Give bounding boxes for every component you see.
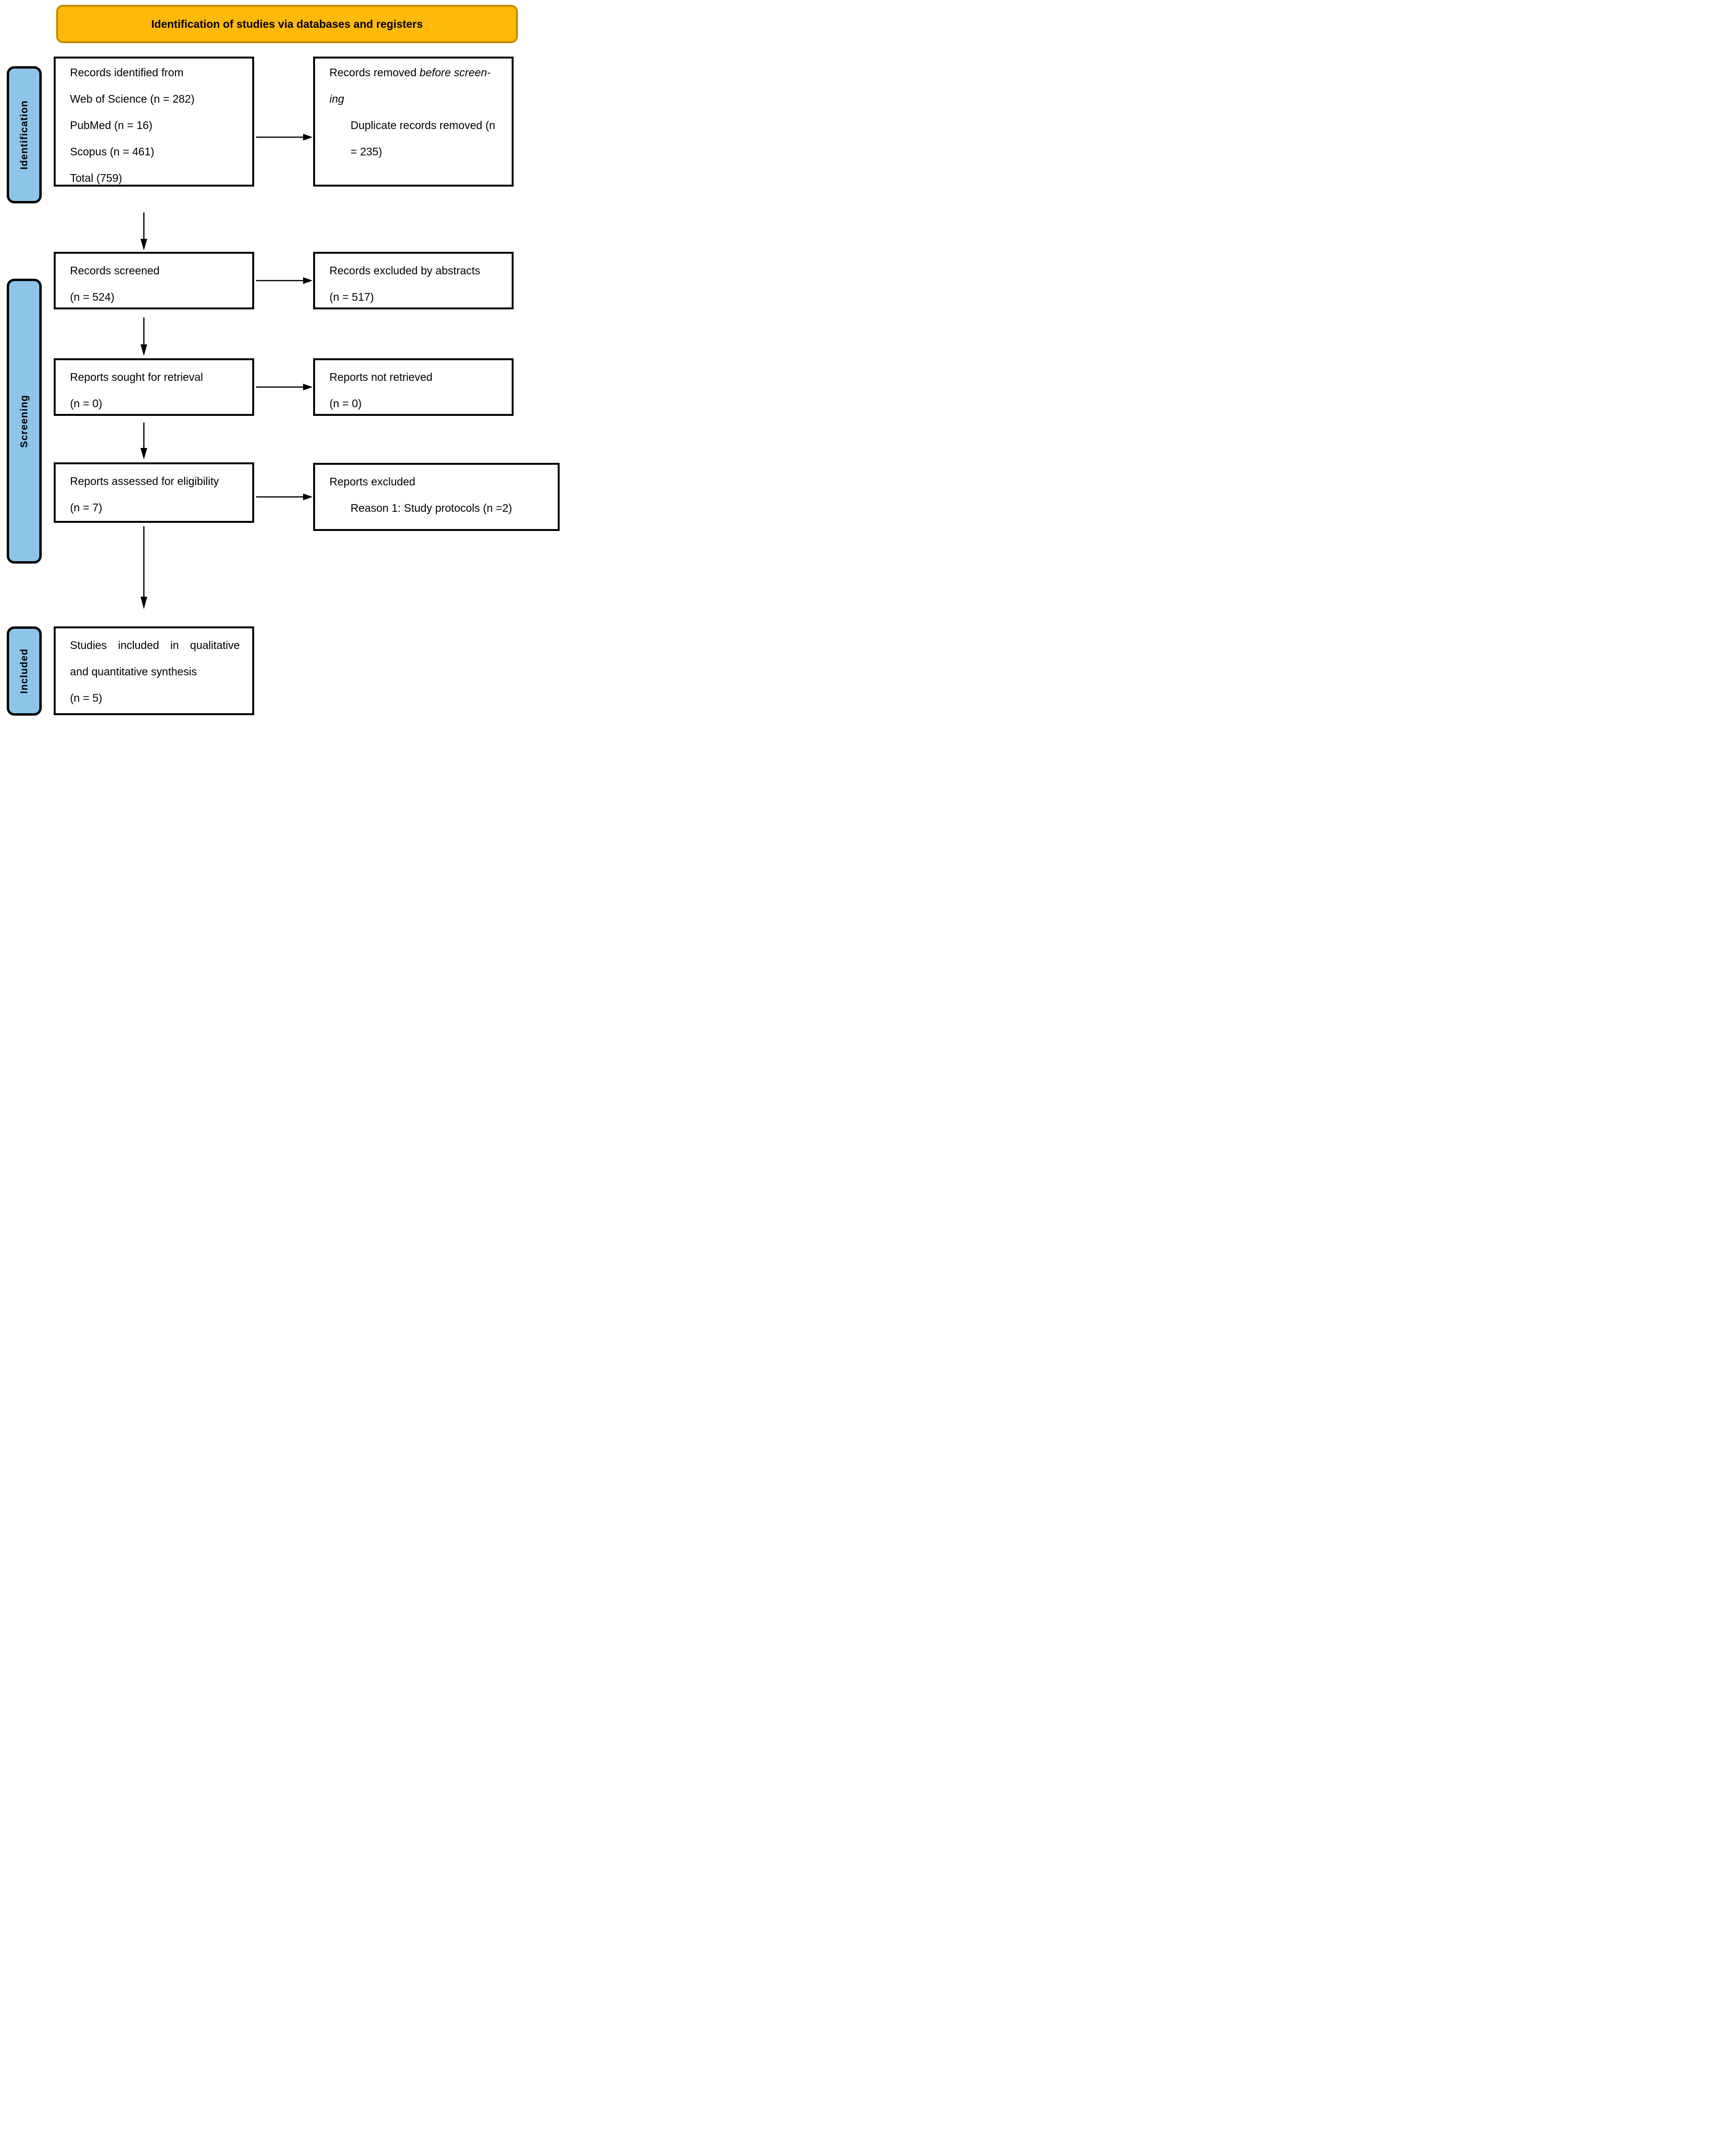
- arrow-assessed-to-included: [141, 526, 147, 609]
- box-line: (n = 0): [70, 397, 103, 410]
- box-records-identified: Records identified from Web of Science (…: [54, 57, 254, 187]
- arrow-assessed-to-excluded: [256, 494, 313, 500]
- box-studies-included: Studies included in qualitative and quan…: [54, 626, 254, 715]
- box-line: (n = 0): [329, 397, 362, 410]
- box-reports-assessed: Reports assessed for eligibility (n = 7): [54, 462, 254, 523]
- box-line: Scopus (n = 461): [70, 145, 154, 158]
- box-reports-excluded: Reports excluded Reason 1: Study protoco…: [313, 463, 560, 531]
- arrow-sought-to-assessed: [141, 423, 147, 459]
- box-line: ing: [329, 86, 507, 112]
- box-line: Records screened: [70, 264, 160, 277]
- box-line: PubMed (n = 16): [70, 119, 152, 131]
- box-records-excluded-abstracts: Records excluded by abstracts (n = 517): [313, 252, 514, 309]
- banner-title: Identification of studies via databases …: [151, 17, 423, 30]
- stage-included: Included: [7, 626, 42, 716]
- box-line: Records removed before screen-: [329, 59, 507, 86]
- arrow-identified-to-screened: [141, 212, 147, 250]
- box-line: Reports sought for retrieval: [70, 371, 203, 383]
- prisma-flow-diagram: Identification of studies via databases …: [0, 0, 570, 719]
- box-line: Records identified from: [70, 66, 184, 79]
- box-line: Web of Science (n = 282): [70, 93, 195, 105]
- box-line: Total (759): [70, 172, 122, 184]
- arrow-screened-to-excluded: [256, 277, 313, 284]
- box-line: Studies included in qualitative: [70, 639, 240, 651]
- arrow-identified-to-removed: [256, 134, 313, 141]
- box-line: Duplicate records removed (n: [351, 119, 495, 131]
- box-records-removed: Records removed before screen- ing Dupli…: [313, 57, 514, 187]
- box-line: Reason 1: Study protocols (n =2): [351, 502, 512, 514]
- stage-identification: Identification: [7, 66, 42, 203]
- box-line-part-italic: before screen-: [419, 66, 491, 79]
- box-line: = 235): [351, 145, 382, 158]
- box-line: (n = 5): [70, 692, 103, 704]
- box-line: Reports excluded: [329, 475, 415, 488]
- arrow-screened-to-sought: [141, 318, 147, 356]
- box-records-screened: Records screened (n = 524): [54, 252, 254, 309]
- box-line: Reports not retrieved: [329, 371, 433, 383]
- stage-included-label: Included: [18, 648, 30, 694]
- box-line: Records excluded by abstracts: [329, 264, 480, 277]
- stage-screening: Screening: [7, 279, 42, 564]
- box-line: (n = 517): [329, 291, 374, 303]
- box-line: and quantitative synthesis: [70, 665, 197, 678]
- box-line: Reports assessed for eligibility: [70, 475, 219, 487]
- stage-screening-label: Screening: [18, 394, 30, 448]
- box-reports-sought: Reports sought for retrieval (n = 0): [54, 358, 254, 416]
- prisma-banner: Identification of studies via databases …: [56, 5, 518, 43]
- arrow-sought-to-not-retrieved: [256, 384, 313, 390]
- box-line-part-italic: ing: [329, 93, 344, 105]
- stage-identification-label: Identification: [18, 100, 30, 170]
- box-line: (n = 7): [70, 501, 103, 514]
- box-line-part: Records removed: [329, 66, 420, 79]
- box-line: (n = 524): [70, 291, 115, 303]
- box-reports-not-retrieved: Reports not retrieved (n = 0): [313, 358, 514, 416]
